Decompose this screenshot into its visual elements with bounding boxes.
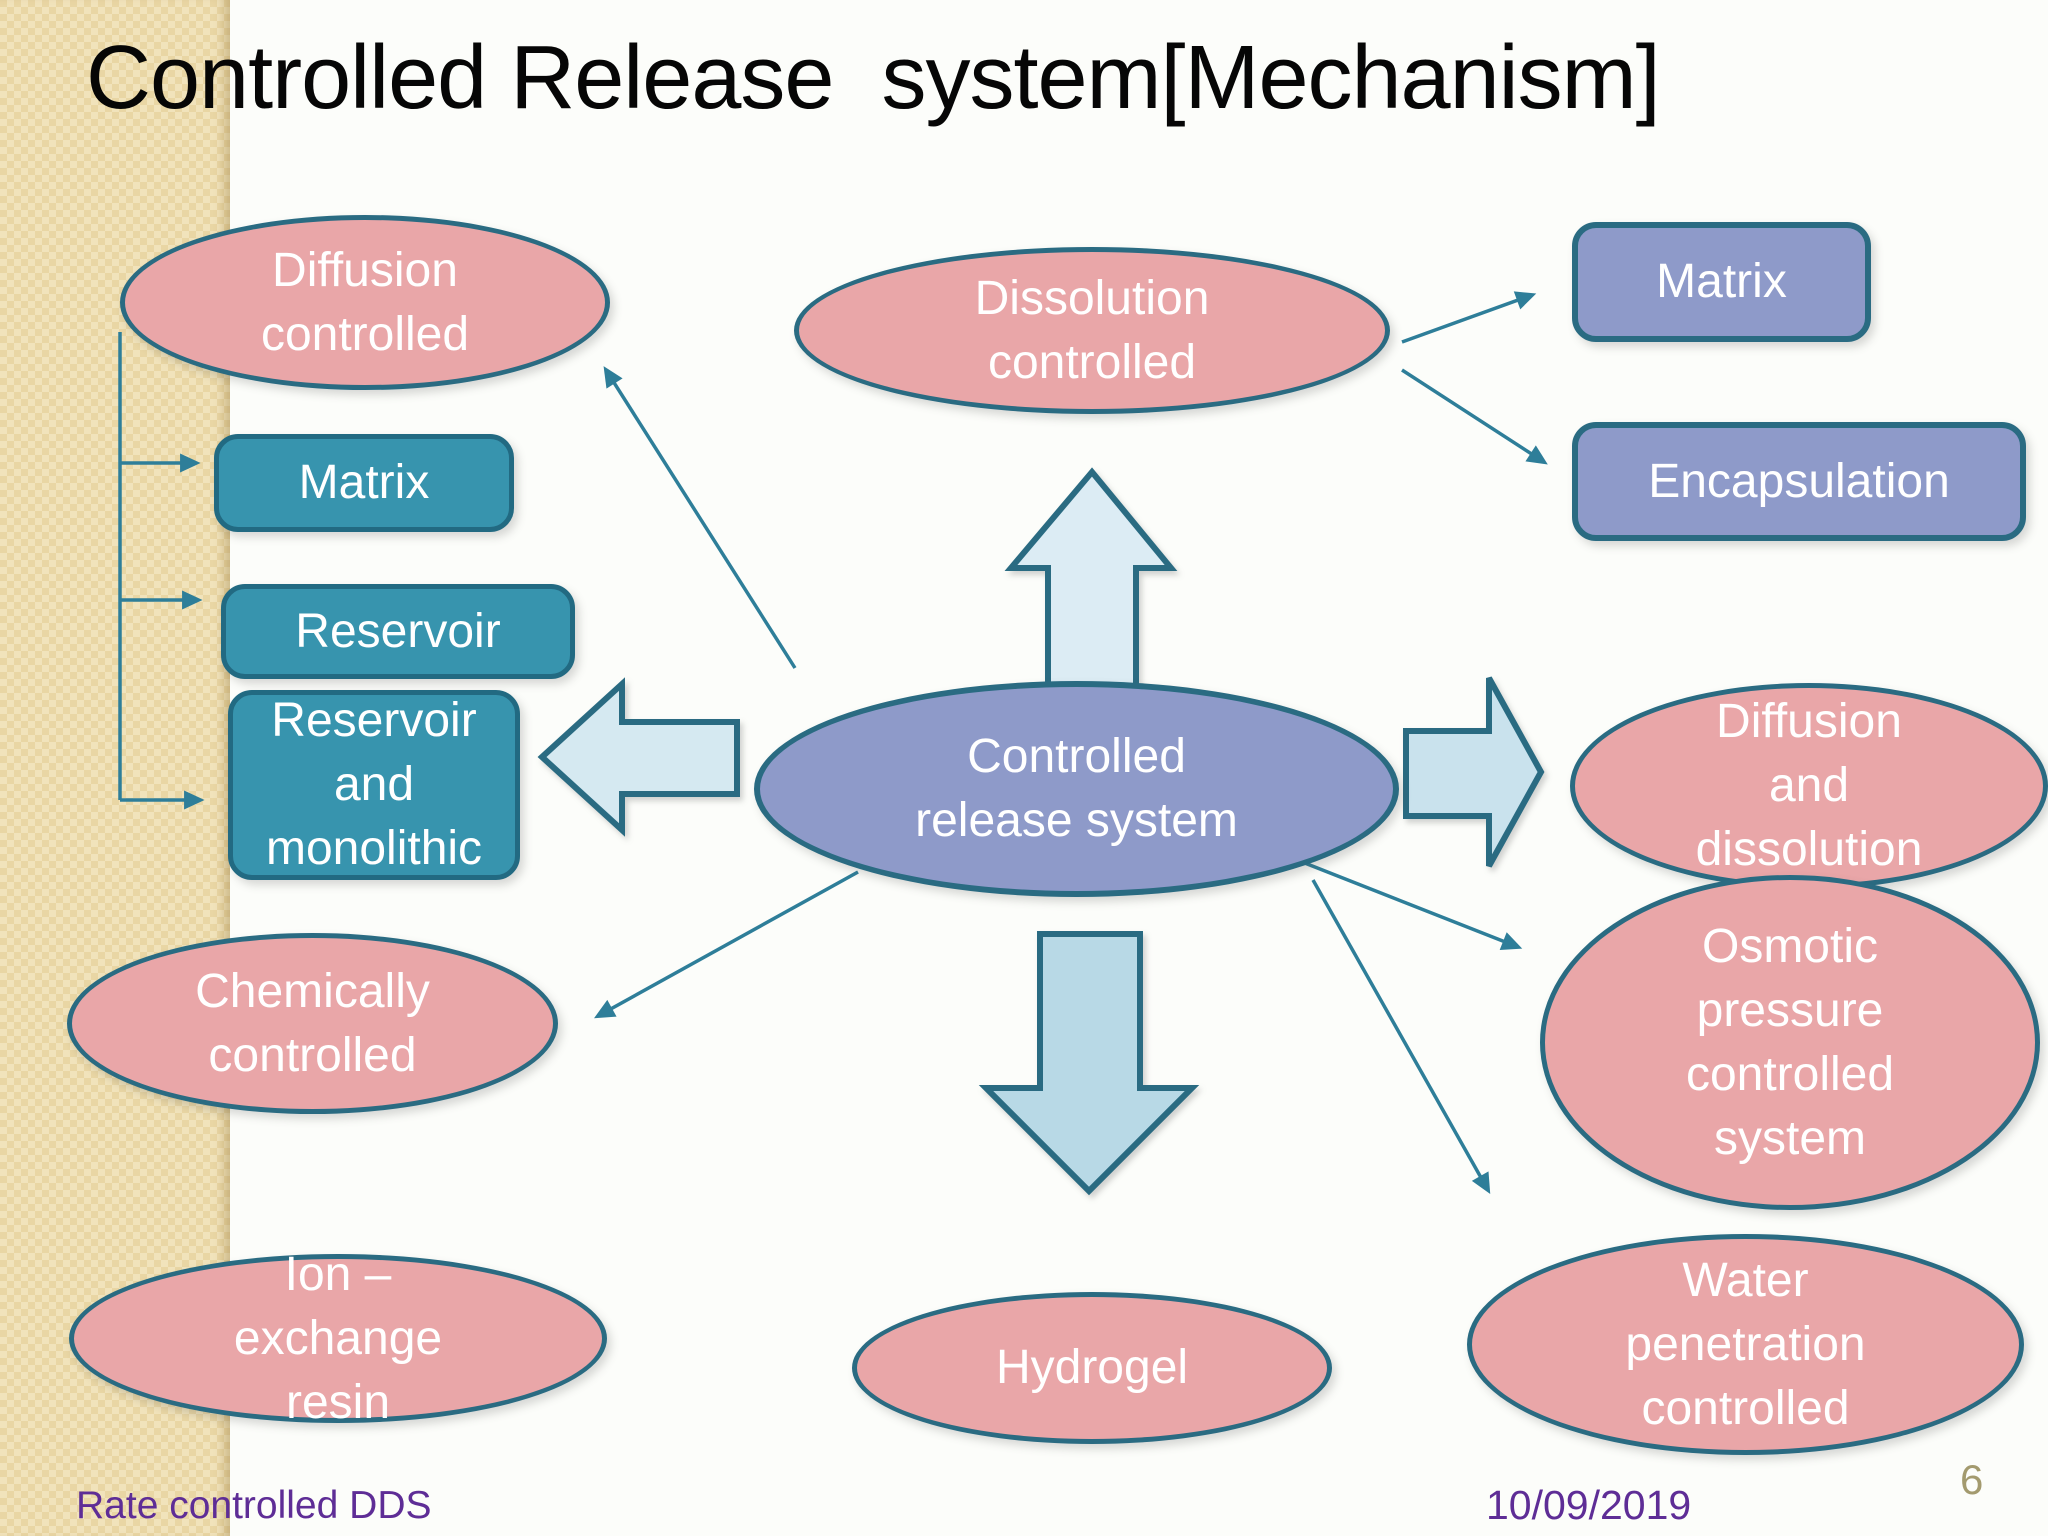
node-water-penetration-controlled: Water penetration controlled [1467, 1234, 2024, 1455]
connector-center-to-water [1311, 879, 1491, 1194]
node-osmotic-pressure-controlled-system: Osmotic pressure controlled system [1540, 875, 2040, 1210]
node-diffusion-controlled: Diffusion controlled [120, 215, 610, 390]
block-arrow-left [537, 677, 740, 837]
node-label: Dissolution controlled [974, 271, 1210, 389]
node-encapsulation: Encapsulation [1572, 422, 2026, 541]
node-label: Controlled release system [915, 730, 1238, 847]
node-reservoir-and-monolithic: Reservoir and monolithic [228, 690, 520, 880]
block-arrow-right [1403, 676, 1545, 868]
node-diffusion-and-dissolution: Diffusion and dissolution [1570, 683, 2048, 889]
slide-title: Controlled Release system[Mechanism] [86, 28, 1661, 128]
node-reservoir: Reservoir [221, 584, 575, 679]
node-label: Reservoir [295, 604, 501, 658]
connector-center-to-diffusion [603, 366, 797, 669]
node-label: Diffusion and dissolution [1695, 695, 1923, 876]
node-label: Encapsulation [1648, 454, 1950, 508]
node-ion-exchange-resin: Ion – exchange resin [69, 1248, 607, 1429]
footer-left-label: Rate controlled DDS [76, 1484, 432, 1527]
node-label: Water penetration controlled [1625, 1253, 1866, 1435]
connector-center-to-osmotic [1291, 856, 1523, 951]
block-arrow-up [1004, 467, 1178, 706]
node-label: Osmotic pressure controlled system [1685, 919, 1895, 1165]
node-label: Hydrogel [995, 1341, 1189, 1394]
node-controlled-release-system: Controlled release system [754, 681, 1399, 897]
node-label: Matrix [1656, 255, 1787, 308]
connector-dissolution-to-matrix [1401, 291, 1537, 344]
node-matrix-dissolution: Matrix [1572, 222, 1871, 342]
connector-dissolution-to-encapsulation [1401, 368, 1548, 465]
node-label: Diffusion controlled [260, 243, 470, 361]
node-label: Ion – exchange resin [233, 1247, 443, 1429]
node-label: Matrix [298, 456, 430, 509]
node-dissolution-controlled: Dissolution controlled [794, 247, 1390, 414]
connector-center-to-chemically [594, 870, 859, 1019]
node-label: Reservoir and monolithic [265, 694, 483, 875]
page-number: 6 [1960, 1456, 1984, 1503]
node-chemically-controlled: Chemically controlled [67, 933, 558, 1114]
node-matrix-diffusion: Matrix [214, 434, 514, 532]
footer-date: 10/09/2019 [1486, 1482, 1692, 1528]
node-hydrogel: Hydrogel [852, 1292, 1332, 1444]
block-arrow-down [978, 931, 1200, 1196]
node-label: Chemically controlled [195, 964, 430, 1082]
